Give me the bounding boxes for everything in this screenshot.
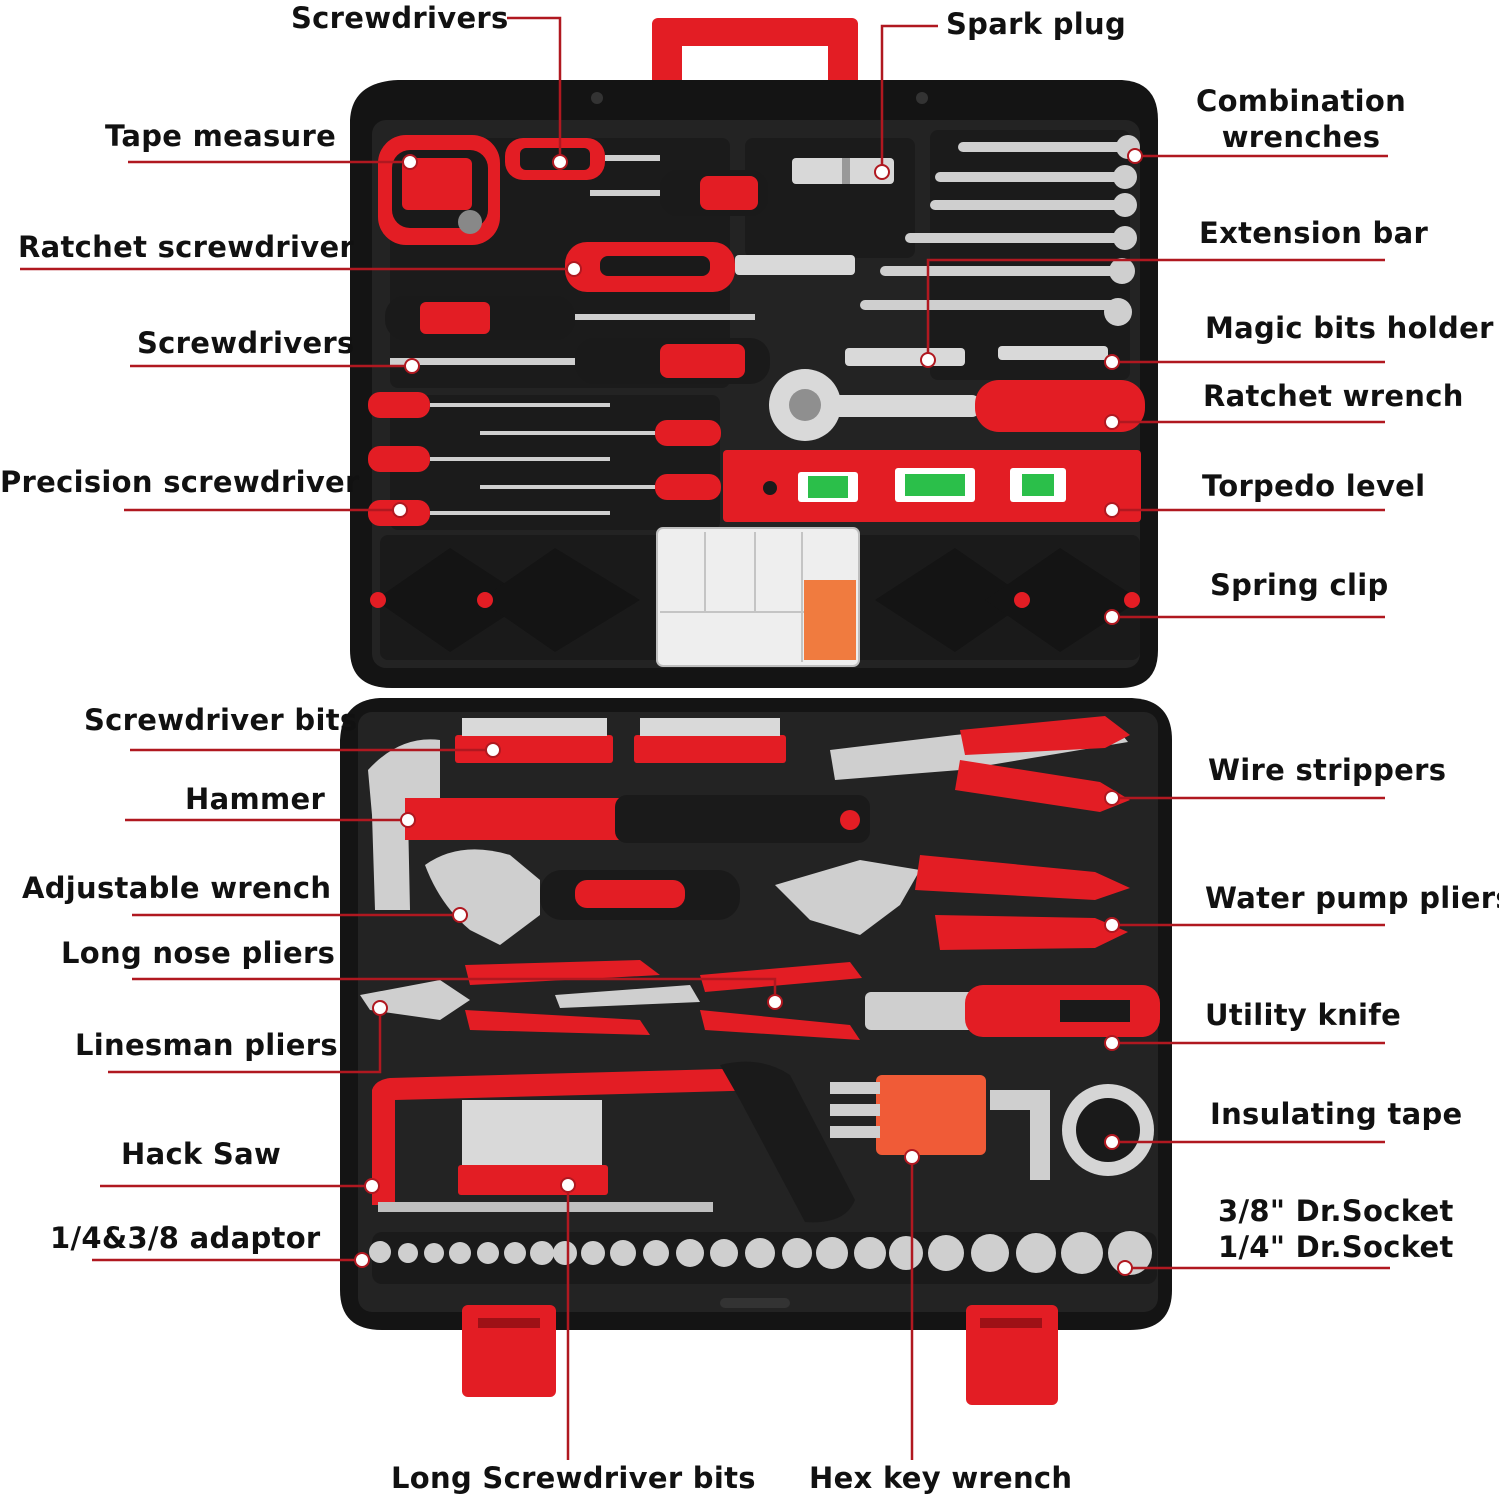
label-long-screwdriver-bits: Long Screwdriver bits xyxy=(391,1461,756,1495)
water-pump-pliers-tool xyxy=(775,855,1130,950)
label-long-nose-pliers: Long nose pliers xyxy=(61,936,336,970)
label-wire-strippers: Wire strippers xyxy=(1208,753,1447,787)
label-screwdrivers-left: Screwdrivers xyxy=(137,326,355,360)
insulating-tape-roll xyxy=(1062,1084,1154,1176)
label-utility-knife: Utility knife xyxy=(1205,998,1402,1032)
label-combination-wrenches-line2: wrenches xyxy=(1221,120,1381,154)
leader-linesman-pliers xyxy=(108,1008,382,1074)
hex-key-wrench-tools xyxy=(830,1075,1050,1180)
label-tape-measure: Tape measure xyxy=(105,119,337,153)
label-adjustable-wrench: Adjustable wrench xyxy=(22,871,332,905)
pliers-tools xyxy=(360,960,862,1040)
label-spring-clip: Spring clip xyxy=(1210,568,1389,602)
label-ratchet-screwdriver: Ratchet screwdriver xyxy=(18,230,355,264)
sockets-row xyxy=(369,1231,1152,1275)
label-hex-key-wrench: Hex key wrench xyxy=(809,1461,1073,1495)
ratchet-screwdriver-tool xyxy=(565,242,855,292)
parts-box xyxy=(656,527,860,667)
label-combination-wrenches-line1: Combination xyxy=(1196,84,1407,118)
callout-markers xyxy=(354,148,1143,1276)
label-ratchet-wrench: Ratchet wrench xyxy=(1203,379,1464,413)
label-hammer: Hammer xyxy=(185,782,326,816)
label-water-pump-pliers: Water pump pliers xyxy=(1205,881,1499,915)
callout-leaders xyxy=(20,16,1390,1460)
adjustable-wrench-tool xyxy=(425,849,740,945)
utility-knife-tool xyxy=(865,985,1160,1037)
latch-left xyxy=(462,1305,556,1397)
hack-saw-tool xyxy=(372,1061,855,1223)
label-extension-bar: Extension bar xyxy=(1199,216,1429,250)
leader-screwdrivers-top xyxy=(507,16,562,162)
precision-screwdriver-tools xyxy=(368,392,721,526)
ratchet-wrench-tool xyxy=(769,369,1145,441)
label-socket-line2: 1/4" Dr.Socket xyxy=(1218,1230,1454,1264)
label-combination-wrenches: Combination wrenches xyxy=(1196,83,1406,155)
latch-right xyxy=(966,1305,1058,1405)
label-torpedo-level: Torpedo level xyxy=(1202,469,1426,503)
label-insulating-tape: Insulating tape xyxy=(1210,1097,1463,1131)
label-adaptor: 1/4&3/8 adaptor xyxy=(50,1221,321,1255)
combination-wrenches-tools xyxy=(860,135,1140,326)
hammer-tool xyxy=(368,739,870,910)
label-spark-plug: Spark plug xyxy=(946,7,1127,41)
leader-extension-bar xyxy=(926,258,1385,360)
label-hack-saw: Hack Saw xyxy=(121,1137,282,1171)
label-socket-line1: 3/8" Dr.Socket xyxy=(1218,1194,1454,1228)
spring-clip-tools xyxy=(370,548,1140,652)
screwdriver-bits-tools xyxy=(455,718,786,763)
label-magic-bits-holder: Magic bits holder xyxy=(1205,311,1494,345)
screwdrivers-left-tools xyxy=(385,296,770,384)
label-screwdriver-bits: Screwdriver bits xyxy=(84,703,358,737)
label-precision-screwdriver: Precision screwdriver xyxy=(0,465,360,499)
spark-plug-socket xyxy=(792,158,894,184)
torpedo-level-tool xyxy=(723,450,1141,522)
label-linesman-pliers: Linesman pliers xyxy=(75,1028,338,1062)
label-screwdrivers-top: Screwdrivers xyxy=(291,1,509,35)
leader-spark-plug xyxy=(880,24,938,172)
label-socket: 3/8" Dr.Socket 1/4" Dr.Socket xyxy=(1218,1193,1454,1265)
wire-strippers-tool xyxy=(830,716,1130,812)
